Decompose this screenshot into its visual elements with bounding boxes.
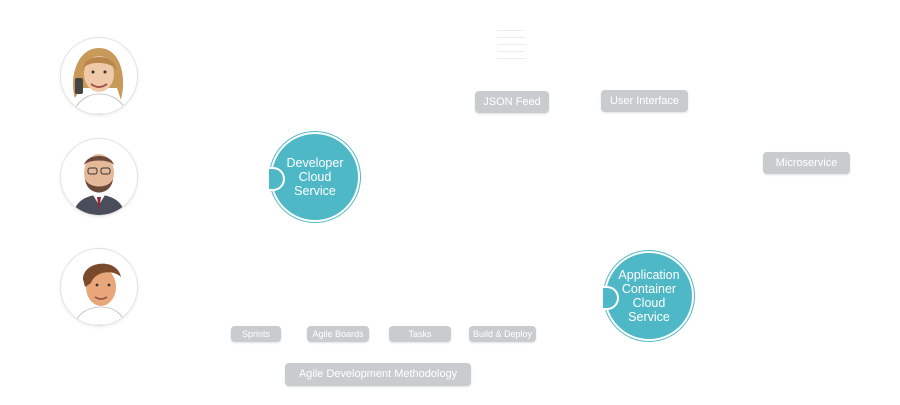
- connector-notch: [269, 167, 285, 191]
- bearded-man-avatar: [60, 138, 138, 216]
- tasks-label: Tasks: [389, 326, 451, 342]
- agile-boards-label: Agile Boards: [307, 326, 369, 342]
- application-container-cloud-service-node: Application Container Cloud Service: [603, 251, 694, 341]
- microservice-label: Microservice: [763, 152, 850, 174]
- json-feed-label: JSON Feed: [475, 91, 549, 113]
- woman-avatar: [60, 37, 138, 115]
- developer-cloud-service-label: Developer Cloud Service: [286, 156, 344, 198]
- sprints-label: Sprints: [231, 326, 281, 342]
- young-man-avatar: [60, 248, 138, 326]
- json-document-icon: [497, 30, 527, 66]
- build-deploy-label: Build & Deploy: [469, 326, 536, 342]
- connector-notch: [603, 286, 619, 310]
- user-interface-label: User Interface: [601, 90, 688, 112]
- young-man-portrait-icon: [74, 263, 126, 325]
- application-container-cloud-service-label: Application Container Cloud Service: [618, 268, 680, 324]
- developer-cloud-service-node: Developer Cloud Service: [269, 132, 360, 222]
- bearded-man-portrait-icon: [73, 154, 125, 215]
- agile-development-methodology-label: Agile Development Methodology: [285, 363, 471, 386]
- woman-portrait-icon: [72, 48, 128, 114]
